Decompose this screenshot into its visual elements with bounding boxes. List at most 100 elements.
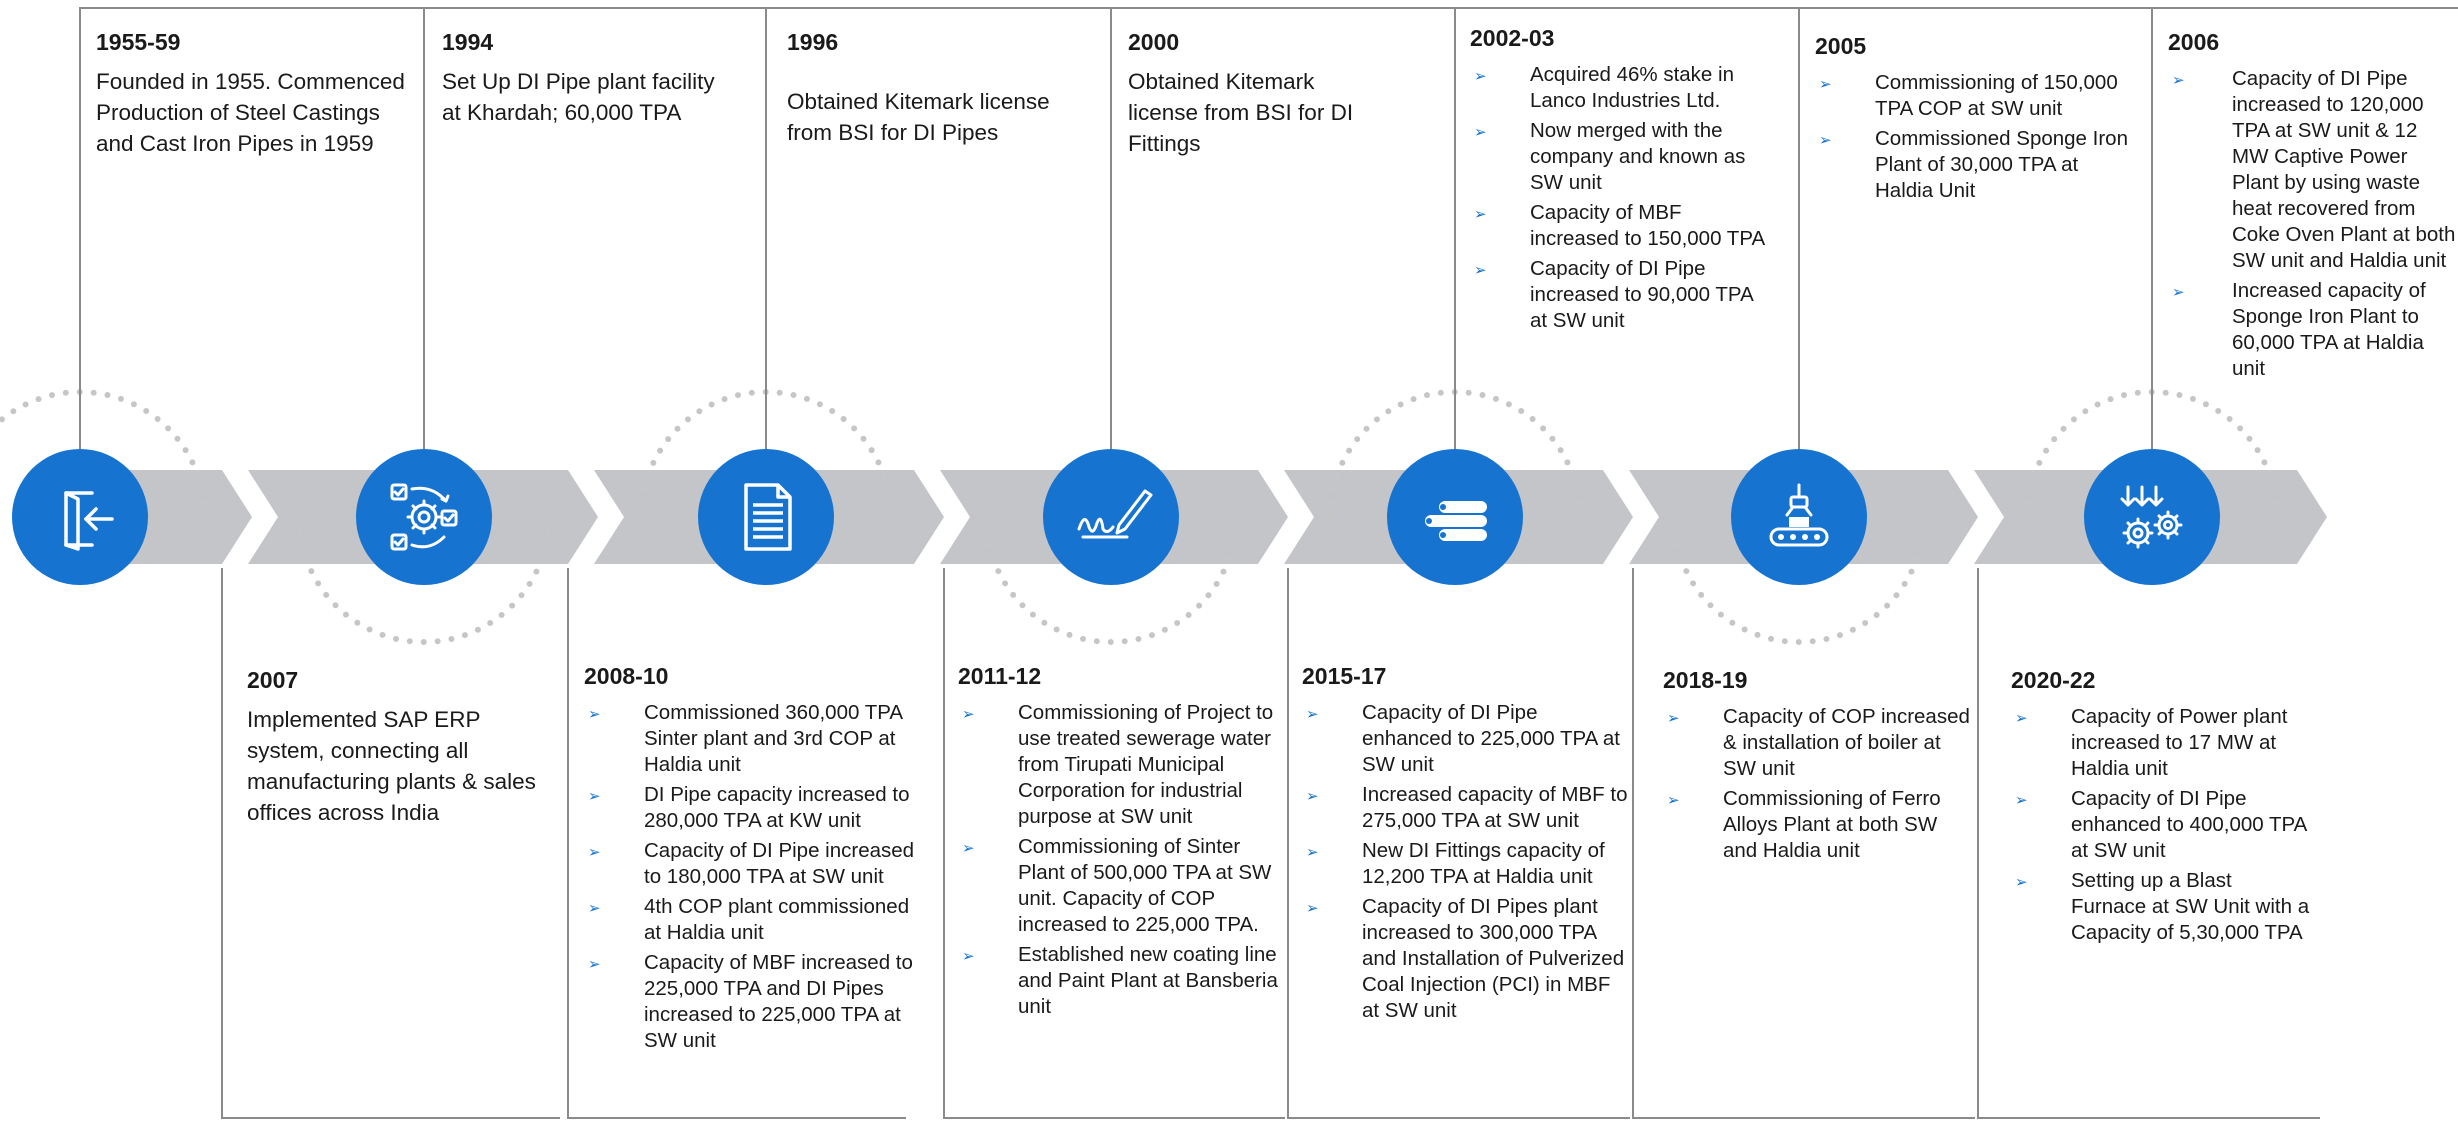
bullet-arrow-icon: ➢ bbox=[1819, 131, 1832, 149]
gears-glyph bbox=[2120, 485, 2183, 549]
milestone-1994: 1994 Set Up DI Pipe plant facility at Kh… bbox=[442, 28, 732, 128]
bullet-arrow-icon: ➢ bbox=[2172, 283, 2185, 301]
milestone-2020-22: 2020-22 ➢Capacity of Power plant increas… bbox=[2011, 666, 2311, 950]
bullet-arrow-icon: ➢ bbox=[1819, 75, 1832, 93]
document-glyph bbox=[744, 483, 792, 551]
point-text: 4th COP plant commissioned at Haldia uni… bbox=[644, 895, 910, 944]
point-text: Commissioning of 150,000 TPA COP at SW u… bbox=[1875, 71, 2118, 120]
bottom-connector-line bbox=[943, 568, 1285, 1119]
point-item: ➢Capacity of DI Pipes plant increased to… bbox=[1302, 894, 1632, 1024]
bottom-connector-line bbox=[221, 568, 560, 1119]
bullet-arrow-icon: ➢ bbox=[1474, 261, 1487, 279]
milestone-1955-59: 1955-59 Founded in 1955. Commenced Produ… bbox=[96, 28, 416, 159]
bullet-arrow-icon: ➢ bbox=[2015, 709, 2028, 727]
point-text: Commissioned 360,000 TPA Sinter plant an… bbox=[644, 701, 902, 776]
point-text: Capacity of COP increased & installation… bbox=[1723, 705, 1970, 780]
bullet-arrow-icon: ➢ bbox=[1306, 787, 1319, 805]
point-text: Capacity of DI Pipe increased to 120,000… bbox=[2232, 67, 2456, 272]
process-gears-icon bbox=[356, 449, 492, 585]
bullet-arrow-icon: ➢ bbox=[1474, 205, 1487, 223]
pipes-icon bbox=[1387, 449, 1523, 585]
point-item: ➢Acquired 46% stake in Lanco Industries … bbox=[1470, 62, 1770, 114]
point-text: Capacity of MBF increased to 150,000 TPA bbox=[1530, 201, 1766, 250]
point-item: ➢Commissioning of Sinter Plant of 500,00… bbox=[958, 834, 1288, 938]
down-arrows-gears-icon bbox=[2084, 449, 2220, 585]
bullet-arrow-icon: ➢ bbox=[1667, 709, 1680, 727]
pipes-glyph bbox=[1425, 501, 1487, 541]
milestone-2011-12: 2011-12 ➢Commissioning of Project to use… bbox=[958, 662, 1288, 1024]
bullet-arrow-icon: ➢ bbox=[1306, 899, 1319, 917]
bottom-connector-line bbox=[1977, 568, 2320, 1119]
top-connector-line bbox=[79, 7, 430, 452]
milestone-year: 1994 bbox=[442, 29, 494, 55]
entrance-door-icon bbox=[12, 449, 148, 585]
conveyor-glyph bbox=[1769, 483, 1829, 547]
door-glyph bbox=[64, 491, 114, 551]
point-text: Established new coating line and Paint P… bbox=[1018, 943, 1278, 1018]
point-text: Commissioned Sponge Iron Plant of 30,000… bbox=[1875, 127, 2128, 202]
point-item: ➢ Capacity of MBF increased to 150,000 TP… bbox=[1470, 200, 1770, 252]
point-text: Capacity of MBF increased to 225,000 TPA… bbox=[644, 951, 913, 1052]
milestone-2018-19: 2018-19 ➢ Capacity of COP increased & ins… bbox=[1663, 666, 1973, 868]
milestone-points: ➢Acquired 46% stake in Lanco Industries … bbox=[1470, 62, 1770, 334]
milestone-year: 2002-03 bbox=[1470, 25, 1555, 51]
milestone-points: ➢ Commissioned 360,000 TPA Sinter plant a… bbox=[584, 700, 929, 1054]
point-item: ➢ Capacity of MBF increased to 225,000 TP… bbox=[584, 950, 929, 1054]
milestone-2007: 2007 Implemented SAP ERP system, connect… bbox=[247, 666, 547, 828]
point-text: Capacity of DI Pipe increased to 90,000 … bbox=[1530, 257, 1753, 332]
point-text: DI Pipe capacity increased to 280,000 TP… bbox=[644, 783, 910, 832]
point-item: ➢DI Pipe capacity increased to 280,000 T… bbox=[584, 782, 929, 834]
top-connector-line bbox=[423, 7, 780, 452]
bullet-arrow-icon: ➢ bbox=[588, 955, 601, 973]
bullet-arrow-icon: ➢ bbox=[962, 705, 975, 723]
milestone-2002-03: 2002-03 ➢Acquired 46% stake in Lanco Ind… bbox=[1470, 24, 1770, 338]
milestone-points: ➢ Commissioning of 150,000 TPA COP at SW … bbox=[1815, 70, 2135, 204]
bullet-arrow-icon: ➢ bbox=[2015, 873, 2028, 891]
milestone-year: 2006 bbox=[2168, 29, 2220, 55]
milestone-text: Obtained Kitemark license from BSI for D… bbox=[787, 89, 1050, 145]
bullet-arrow-icon: ➢ bbox=[962, 839, 975, 857]
bullet-arrow-icon: ➢ bbox=[1474, 67, 1487, 85]
milestone-2000: 2000 Obtained Kitemark license from BSI … bbox=[1128, 28, 1388, 159]
point-item: ➢Capacity of DI Pipe enhanced to 225,000… bbox=[1302, 700, 1632, 778]
bullet-arrow-icon: ➢ bbox=[2172, 71, 2185, 89]
dotted-arc bbox=[296, 514, 552, 645]
point-text: Capacity of DI Pipe enhanced to 225,000 … bbox=[1362, 701, 1620, 776]
point-item: ➢Capacity of DI Pipe enhanced to 400,000… bbox=[2011, 786, 2311, 864]
milestone-points: ➢Capacity of Power plant increased to 17… bbox=[2011, 704, 2311, 946]
point-text: New DI Fittings capacity of 12,200 TPA a… bbox=[1362, 839, 1605, 888]
point-item: ➢ Setting up a Blast Furnace at SW Unit w… bbox=[2011, 868, 2311, 946]
bullet-arrow-icon: ➢ bbox=[962, 947, 975, 965]
milestone-points: ➢ Capacity of COP increased & installatio… bbox=[1663, 704, 1973, 864]
bottom-connector-line bbox=[1632, 568, 1975, 1119]
milestone-year: 1955-59 bbox=[96, 29, 181, 55]
signature-pen-icon bbox=[1043, 449, 1179, 585]
milestone-year: 2011-12 bbox=[958, 663, 1042, 689]
bullet-arrow-icon: ➢ bbox=[588, 705, 601, 723]
milestone-text: Obtained Kitemark license from BSI for D… bbox=[1128, 69, 1354, 156]
milestone-points: ➢Commissioning of Project to use treated… bbox=[958, 700, 1288, 1020]
milestone-year: 2020-22 bbox=[2011, 667, 2096, 693]
point-text: Setting up a Blast Furnace at SW Unit wi… bbox=[2071, 869, 2310, 944]
milestone-year: 2018-19 bbox=[1663, 667, 1748, 693]
milestone-points: ➢ Capacity of DI Pipe increased to 120,00… bbox=[2168, 66, 2458, 382]
milestone-year: 2008-10 bbox=[584, 663, 669, 689]
point-item: ➢ Commissioned 360,000 TPA Sinter plant a… bbox=[584, 700, 929, 778]
dotted-arc bbox=[1671, 514, 1927, 645]
point-item: ➢Commissioning of Ferro Alloys Plant at … bbox=[1663, 786, 1973, 864]
dotted-arc bbox=[983, 514, 1239, 645]
milestone-year: 2007 bbox=[247, 667, 299, 693]
bullet-arrow-icon: ➢ bbox=[2015, 791, 2028, 809]
top-connector-line bbox=[1454, 7, 1815, 452]
point-item: ➢ Capacity of COP increased & installatio… bbox=[1663, 704, 1973, 782]
point-item: ➢ Established new coating line and Paint … bbox=[958, 942, 1288, 1020]
point-item: ➢Capacity of DI Pipe increased to 180,00… bbox=[584, 838, 929, 890]
point-item: ➢Capacity of Power plant increased to 17… bbox=[2011, 704, 2311, 782]
bottom-connector-line bbox=[1287, 568, 1630, 1119]
point-text: Increased capacity of Sponge Iron Plant … bbox=[2232, 279, 2426, 380]
process-glyph bbox=[390, 483, 458, 551]
point-item: ➢ Commissioning of 150,000 TPA COP at SW … bbox=[1815, 70, 2135, 122]
milestone-2006: 2006 ➢ Capacity of DI Pipe increased to 1… bbox=[2168, 28, 2458, 386]
milestone-2015-17: 2015-17 ➢Capacity of DI Pipe enhanced to… bbox=[1302, 662, 1632, 1028]
